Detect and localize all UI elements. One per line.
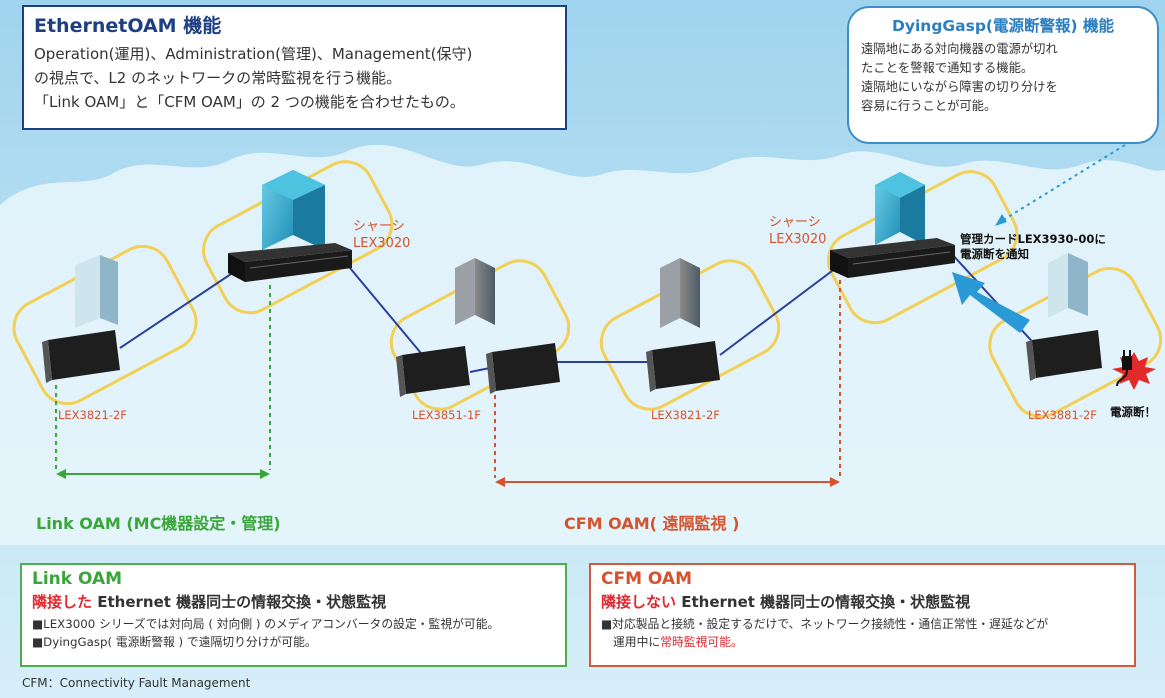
dying-gasp-line-3: 遠隔地にいながら障害の切り分けを bbox=[861, 80, 1058, 94]
link-oam-bullet-2: ■DyingGasp( 電源断警報 ) で遠隔切り分けが可能。 bbox=[32, 635, 317, 649]
cfm-oam-subtitle-rest: Ethernet 機器同士の情報交換・状態監視 bbox=[676, 593, 971, 611]
device-label-mc3: LEX3821-2F bbox=[651, 408, 720, 422]
building-icon-4 bbox=[660, 258, 700, 328]
link-oam-subtitle-red: 隣接した bbox=[32, 593, 93, 611]
cfm-oam-span-label: CFM OAM( 遠隔監視 ) bbox=[564, 514, 740, 533]
notify-line-2: 電源断を通知 bbox=[960, 247, 1029, 261]
building-icon-2 bbox=[262, 170, 325, 250]
dying-gasp-line-4: 容易に行うことが可能。 bbox=[861, 99, 997, 113]
device-label-mc1: LEX3821-2F bbox=[58, 408, 127, 422]
link-oam-subtitle-rest: Ethernet 機器同士の情報交換・状態監視 bbox=[92, 593, 387, 611]
building-icon-5 bbox=[875, 172, 925, 245]
power-plug-icon bbox=[1112, 350, 1156, 390]
device-label-mc2: LEX3851-1F bbox=[412, 408, 481, 422]
building-icon-3 bbox=[455, 258, 495, 325]
building-icon-1 bbox=[75, 255, 118, 328]
ethernet-oam-heading: EthernetOAM 機能 bbox=[34, 15, 222, 37]
link-line-2 bbox=[344, 261, 426, 359]
power-off-label: 電源断！ bbox=[1110, 405, 1156, 419]
building-icon-6 bbox=[1048, 253, 1088, 318]
link-oam-info-box: Link OAM 隣接した Ethernet 機器同士の情報交換・状態監視 ■L… bbox=[20, 563, 567, 667]
cfm-oam-info-box: CFM OAM 隣接しない Ethernet 機器同士の情報交換・状態監視 ■対… bbox=[589, 563, 1136, 667]
ethernet-oam-line-1: Operation(運用)、Administration(管理)、Managem… bbox=[34, 45, 473, 63]
device-label-mc4: LEX3881-2F bbox=[1028, 408, 1097, 422]
cfm-oam-subtitle-red: 隣接しない bbox=[601, 593, 677, 611]
notification-arrow bbox=[952, 272, 1030, 333]
chassis-left-label-2: LEX3020 bbox=[353, 236, 411, 251]
notify-line-1: 管理カードLEX3930-00に bbox=[960, 232, 1106, 246]
cfm-oam-subtitle: 隣接しない Ethernet 機器同士の情報交換・状態監視 bbox=[601, 591, 1124, 612]
media-converter-5 bbox=[1026, 330, 1102, 381]
cfm-oam-heading: CFM OAM bbox=[601, 569, 692, 589]
dying-gasp-line-1: 遠隔地にある対向機器の電源が切れ bbox=[861, 42, 1058, 56]
chassis-device-left bbox=[228, 243, 352, 282]
chassis-left-label-1: シャーシ bbox=[353, 219, 405, 234]
dying-gasp-line-2: たことを警報で通知する機能。 bbox=[861, 61, 1034, 75]
dying-gasp-heading: DyingGasp(電源断警報) 機能 bbox=[892, 17, 1114, 35]
link-line-1 bbox=[119, 267, 241, 349]
chassis-label-left: シャーシ LEX3020 bbox=[353, 218, 410, 252]
link-oam-span-label: Link OAM (MC機器設定・管理) bbox=[36, 514, 281, 533]
media-converter-2 bbox=[396, 346, 470, 397]
cfm-oam-span bbox=[494, 280, 841, 487]
link-oam-heading: Link OAM bbox=[32, 569, 123, 589]
link-oam-bullet-1: ■LEX3000 シリーズでは対向局 ( 対向側 ) のメディアコンバータの設定… bbox=[32, 617, 500, 631]
link-oam-subtitle: 隣接した Ethernet 機器同士の情報交換・状態監視 bbox=[32, 591, 555, 612]
chassis-device-right bbox=[830, 238, 955, 278]
ethernet-oam-line-3: 「Link OAM」と「CFM OAM」の 2 つの機能を合わせたもの。 bbox=[34, 93, 465, 111]
ethernet-oam-line-2: の視点で、L2 のネットワークの常時監視を行う機能。 bbox=[34, 69, 402, 87]
dying-gasp-info-box: DyingGasp(電源断警報) 機能 遠隔地にある対向機器の電源が切れ たこと… bbox=[847, 6, 1159, 144]
chassis-right-label-1: シャーシ bbox=[769, 215, 821, 230]
link-oam-span bbox=[55, 285, 271, 479]
media-converter-3 bbox=[486, 343, 560, 394]
notify-label: 管理カードLEX3930-00に 電源断を通知 bbox=[960, 232, 1106, 262]
link-line-6 bbox=[949, 251, 1041, 351]
footnote: CFM：Connectivity Fault Management bbox=[22, 676, 251, 690]
callout-arrowhead bbox=[995, 214, 1007, 226]
cloud-band bbox=[0, 144, 1165, 545]
chassis-right-label-2: LEX3020 bbox=[769, 232, 827, 247]
link-line-5 bbox=[719, 264, 841, 356]
cfm-oam-bullet-1: ■対応製品と接続・設定するだけで、ネットワーク接続性・通信正常性・遅延などが bbox=[601, 617, 1049, 631]
cfm-oam-bullet-2-red: 常時監視可能。 bbox=[660, 635, 743, 649]
media-converter-1 bbox=[42, 330, 120, 383]
cfm-oam-bullet-2-pre: 運用中に bbox=[613, 635, 661, 649]
ethernet-oam-info-box: EthernetOAM 機能 Operation(運用)、Administrat… bbox=[22, 5, 567, 130]
media-converter-4 bbox=[646, 341, 720, 392]
chassis-label-right: シャーシ LEX3020 bbox=[769, 214, 826, 248]
cfm-oam-bullet-2: 運用中に常時監視可能。 bbox=[601, 633, 1124, 651]
